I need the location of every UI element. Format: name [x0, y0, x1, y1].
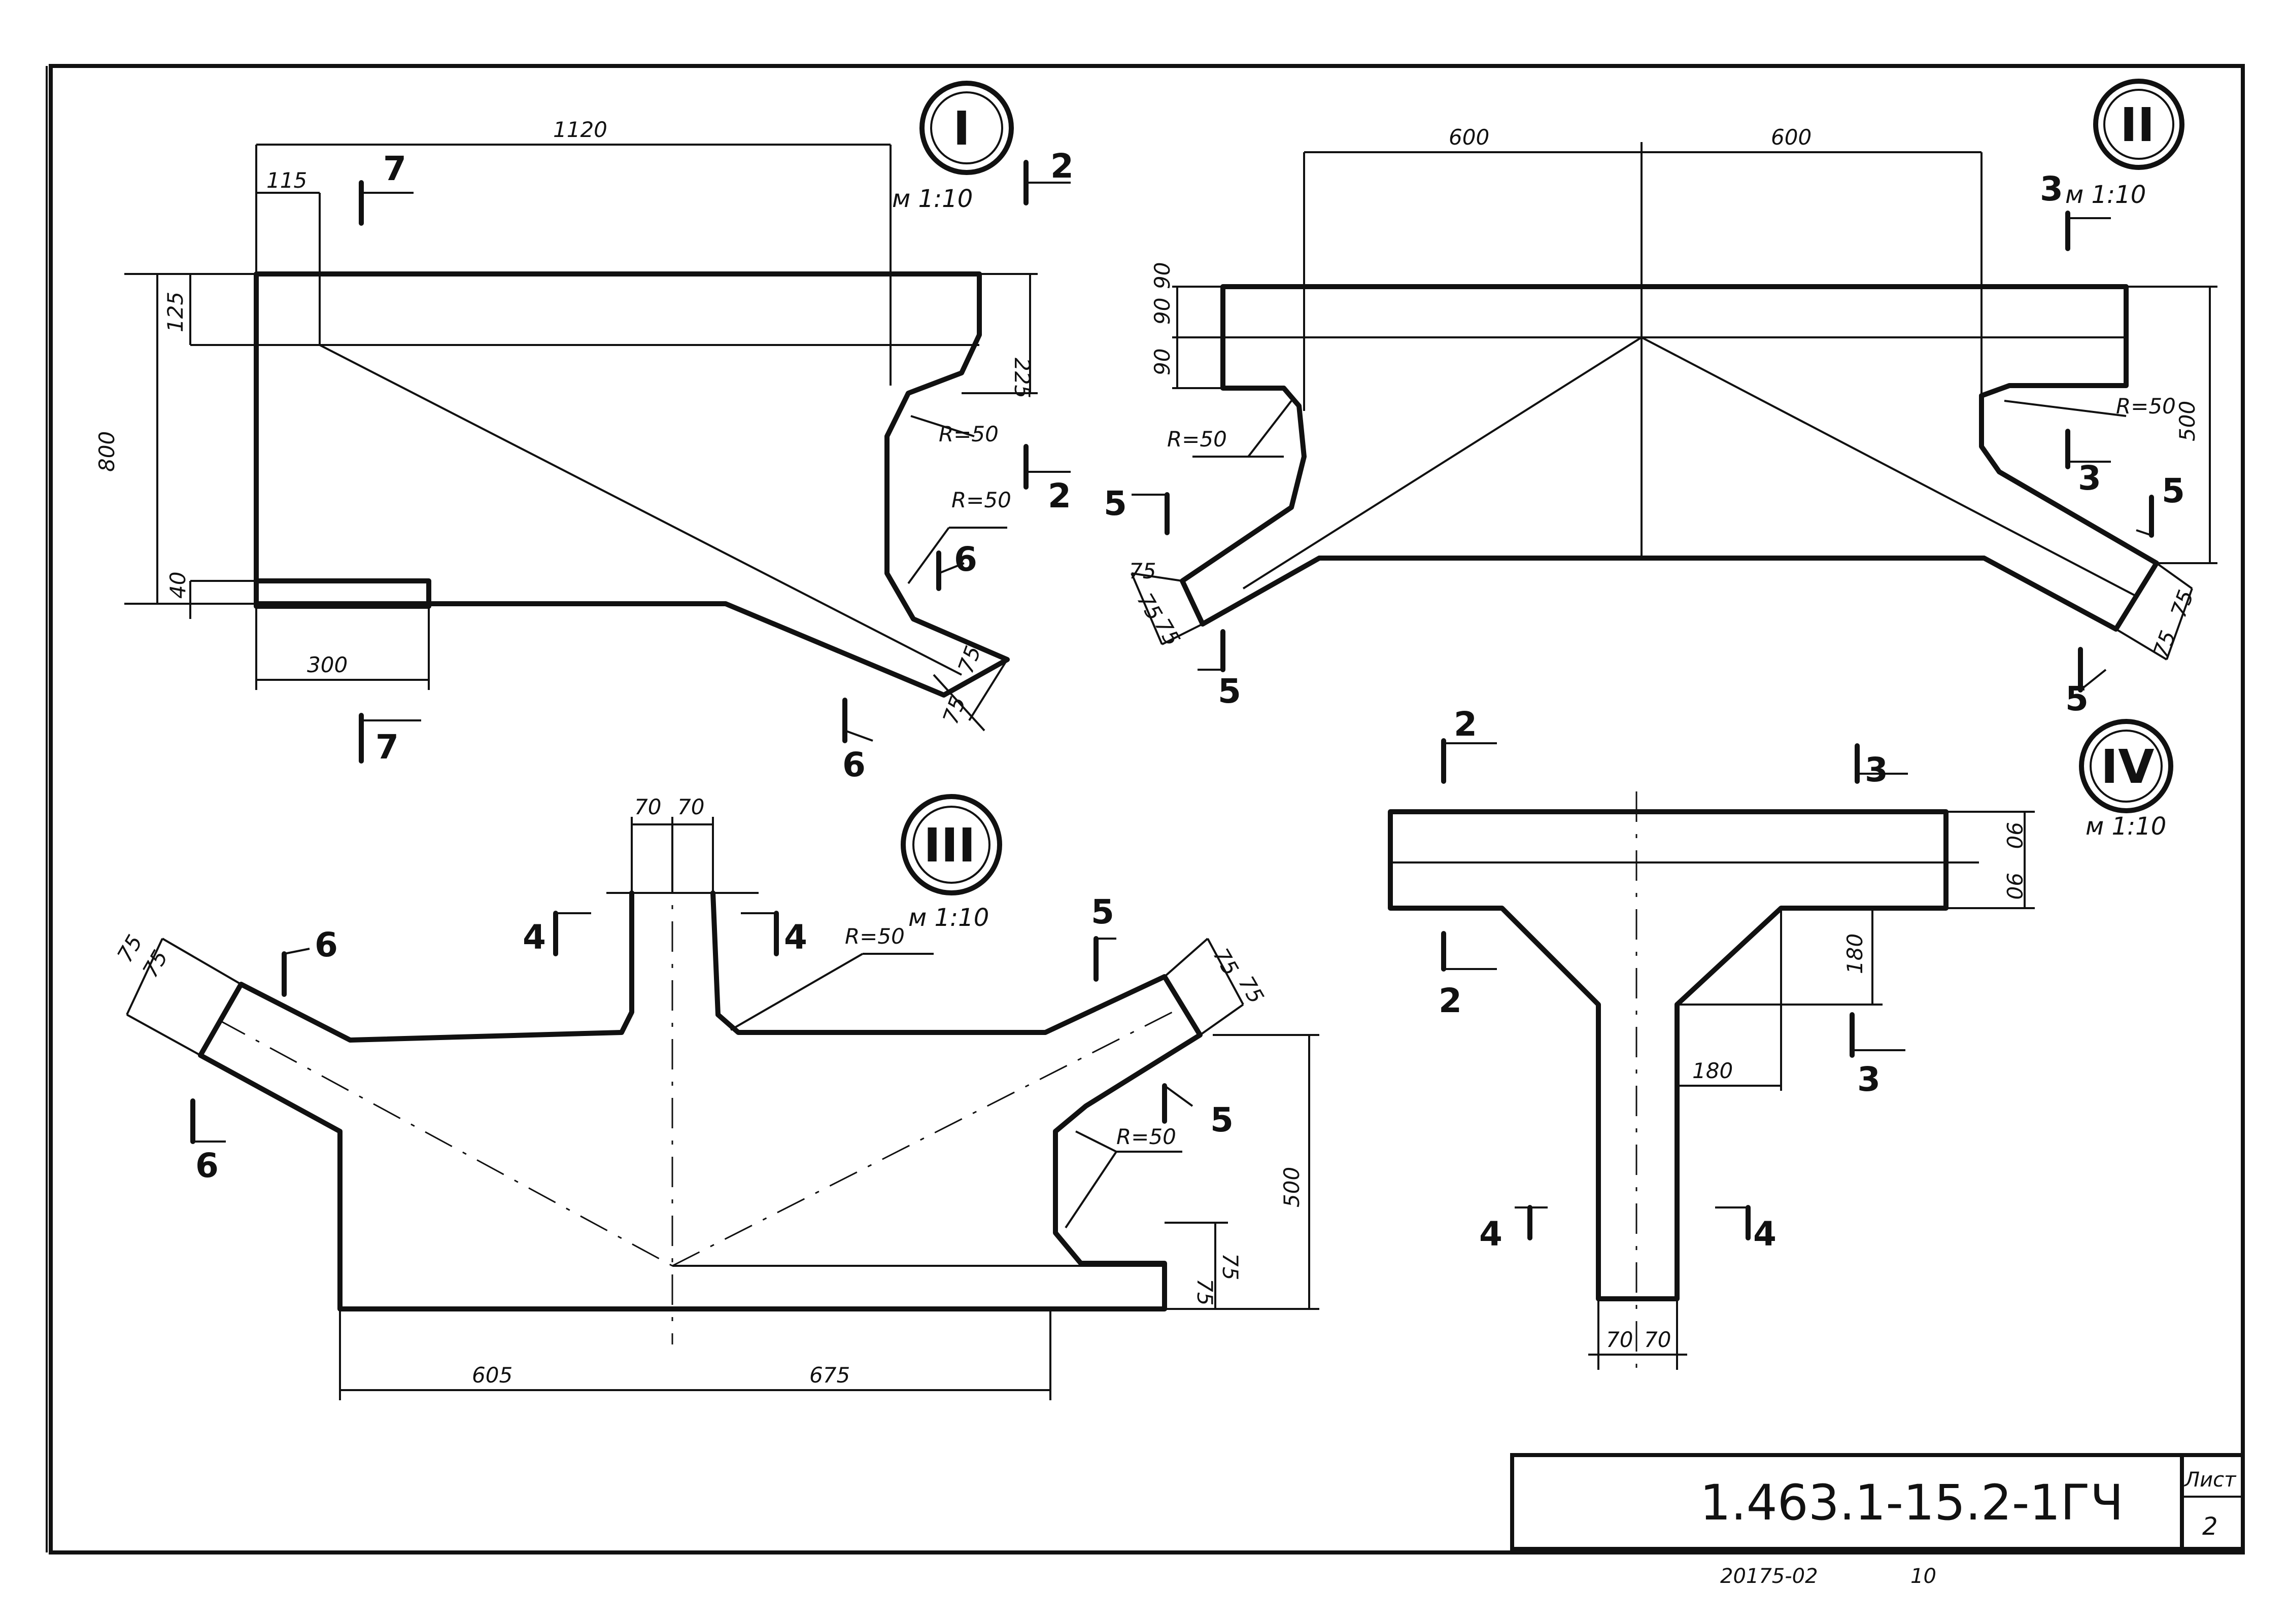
detail-2-dim-90c: 90 — [1150, 349, 1175, 375]
detail-4-section-2-bottom: 2 — [1439, 981, 1462, 1020]
detail-2-section-3-top: 3 — [2040, 169, 2063, 209]
detail-4-section-3-top: 3 — [1865, 750, 1888, 789]
detail-3-section-6-bottom: 6 — [195, 1146, 219, 1185]
detail-2-section-3-mid: 3 — [2078, 459, 2101, 498]
detail-1-plate — [254, 578, 431, 609]
detail-1-dim-width: 1120 — [553, 117, 607, 142]
drawing-code: 1.463.1-15.2-1ГЧ — [1700, 1474, 2124, 1531]
detail-2-section-5-right-bottom: 5 — [2065, 679, 2089, 718]
detail-3-section-5-bottom: 5 — [1210, 1100, 1234, 1139]
detail-2-dim-right: 600 — [1771, 125, 1812, 150]
inventory-number: 20175-02 — [1720, 1565, 1818, 1588]
detail-3-radius-2: R=50 — [1116, 1124, 1176, 1149]
detail-3-outline — [198, 890, 1203, 1311]
detail-1-radius-2: R=50 — [951, 488, 1011, 512]
detail-2-section-5-right-mid: 5 — [2162, 471, 2185, 510]
detail-2-section-5-left-bottom: 5 — [1218, 672, 1241, 711]
detail-4: IV м 1:10 90 90 180 180 70 70 2 2 3 3 4 … — [1388, 705, 2173, 1370]
detail-1-radius-1: R=50 — [939, 422, 999, 446]
detail-2-numeral: II — [2120, 98, 2155, 152]
sheet-label: Лист — [2183, 1468, 2237, 1492]
detail-1-section-2-top: 2 — [1050, 147, 1074, 186]
detail-1-section-6-bottom: 6 — [842, 745, 866, 784]
title-block: 1.463.1-15.2-1ГЧ Лист 2 — [1510, 1453, 2245, 1551]
detail-3-dim-left: 605 — [472, 1363, 513, 1388]
detail-2-section-5-left-top: 5 — [1104, 484, 1127, 523]
detail-3-scale: м 1:10 — [908, 904, 989, 932]
detail-3-section-6-top: 6 — [315, 925, 338, 964]
detail-3-section-5-top: 5 — [1091, 892, 1114, 931]
detail-3-dim-70b: 70 — [677, 794, 704, 819]
detail-1-dim-bottom: 40 — [165, 572, 190, 599]
detail-3-numeral: III — [924, 818, 976, 873]
detail-4-scale: м 1:10 — [2086, 812, 2166, 841]
detail-4-dim-70a: 70 — [1606, 1327, 1633, 1352]
detail-1-dim-pad: 300 — [307, 652, 348, 677]
detail-3-section-4-left: 4 — [523, 918, 546, 957]
detail-1-outline — [254, 271, 1010, 698]
detail-2-outline — [1180, 284, 2159, 632]
detail-2-scale: м 1:10 — [2065, 181, 2146, 209]
detail-4-section-4-left: 4 — [1479, 1215, 1502, 1254]
detail-4-section-2-top: 2 — [1454, 705, 1477, 744]
detail-4-numeral: IV — [2101, 740, 2154, 794]
detail-1-numeral: I — [953, 101, 970, 156]
detail-4-dim-v180: 180 — [1842, 934, 1867, 974]
detail-3-dim-b75a: 75 — [1218, 1253, 1243, 1280]
detail-3: III м 1:10 70 70 75 75 75 75 75 75 500 6… — [112, 794, 1319, 1400]
detail-3-dim-l75b: 75 — [138, 946, 173, 982]
detail-2-dim-left: 600 — [1449, 125, 1489, 150]
detail-1: I м 1:10 1120 115 125 800 225 40 300 75 … — [94, 81, 1074, 784]
detail-4-section-3-bottom: 3 — [1857, 1060, 1881, 1099]
detail-2-dim-height: 500 — [2175, 401, 2200, 441]
detail-2-dim-r75a: 75 — [2166, 586, 2198, 620]
detail-1-scale: м 1:10 — [892, 185, 973, 213]
detail-1-section-7-top: 7 — [383, 149, 406, 188]
detail-2: II м 1:10 3 3 5 5 5 5 600 600 90 90 90 5… — [1104, 79, 2217, 718]
detail-2-dim-l75c: 75 — [1150, 614, 1185, 650]
detail-2-dim-l75a: 75 — [1129, 559, 1156, 583]
detail-4-dim-90b: 90 — [2002, 873, 2027, 900]
detail-3-dim-height: 500 — [1279, 1167, 1304, 1207]
detail-1-dim-offset: 115 — [266, 168, 307, 193]
detail-4-dim-h180: 180 — [1692, 1058, 1733, 1083]
detail-4-outline — [1388, 809, 1949, 1301]
detail-2-dim-90b: 90 — [1150, 262, 1175, 289]
detail-1-dim-top-band: 125 — [163, 292, 188, 332]
detail-1-section-2-mid: 2 — [1048, 476, 1071, 515]
detail-3-dim-r75b: 75 — [1234, 972, 1269, 1008]
sheet-frame — [49, 64, 2245, 1554]
detail-4-dim-70b: 70 — [1644, 1327, 1671, 1352]
detail-3-radius-1: R=50 — [845, 924, 905, 949]
detail-1-dim-right-band: 225 — [1010, 358, 1035, 398]
detail-3-dim-b75b: 75 — [1192, 1279, 1217, 1305]
detail-4-section-4-right: 4 — [1753, 1215, 1776, 1254]
detail-3-dim-right: 675 — [809, 1363, 850, 1388]
detail-2-dim-90a: 90 — [1150, 298, 1175, 325]
detail-1-section-7-bottom: 7 — [375, 728, 399, 767]
detail-1-dim-75b: 75 — [938, 693, 970, 727]
detail-2-radius-1: R=50 — [1167, 427, 1227, 452]
detail-4-dim-90a: 90 — [2002, 822, 2027, 849]
detail-3-section-4-right: 4 — [784, 918, 807, 957]
detail-2-radius-2: R=50 — [2116, 394, 2176, 419]
detail-3-dim-70a: 70 — [634, 794, 661, 819]
sheet-number: 2 — [2202, 1512, 2218, 1541]
detail-1-section-6-right: 6 — [954, 540, 977, 579]
detail-1-dim-height: 800 — [94, 431, 119, 472]
format-number: 10 — [1910, 1565, 1936, 1588]
